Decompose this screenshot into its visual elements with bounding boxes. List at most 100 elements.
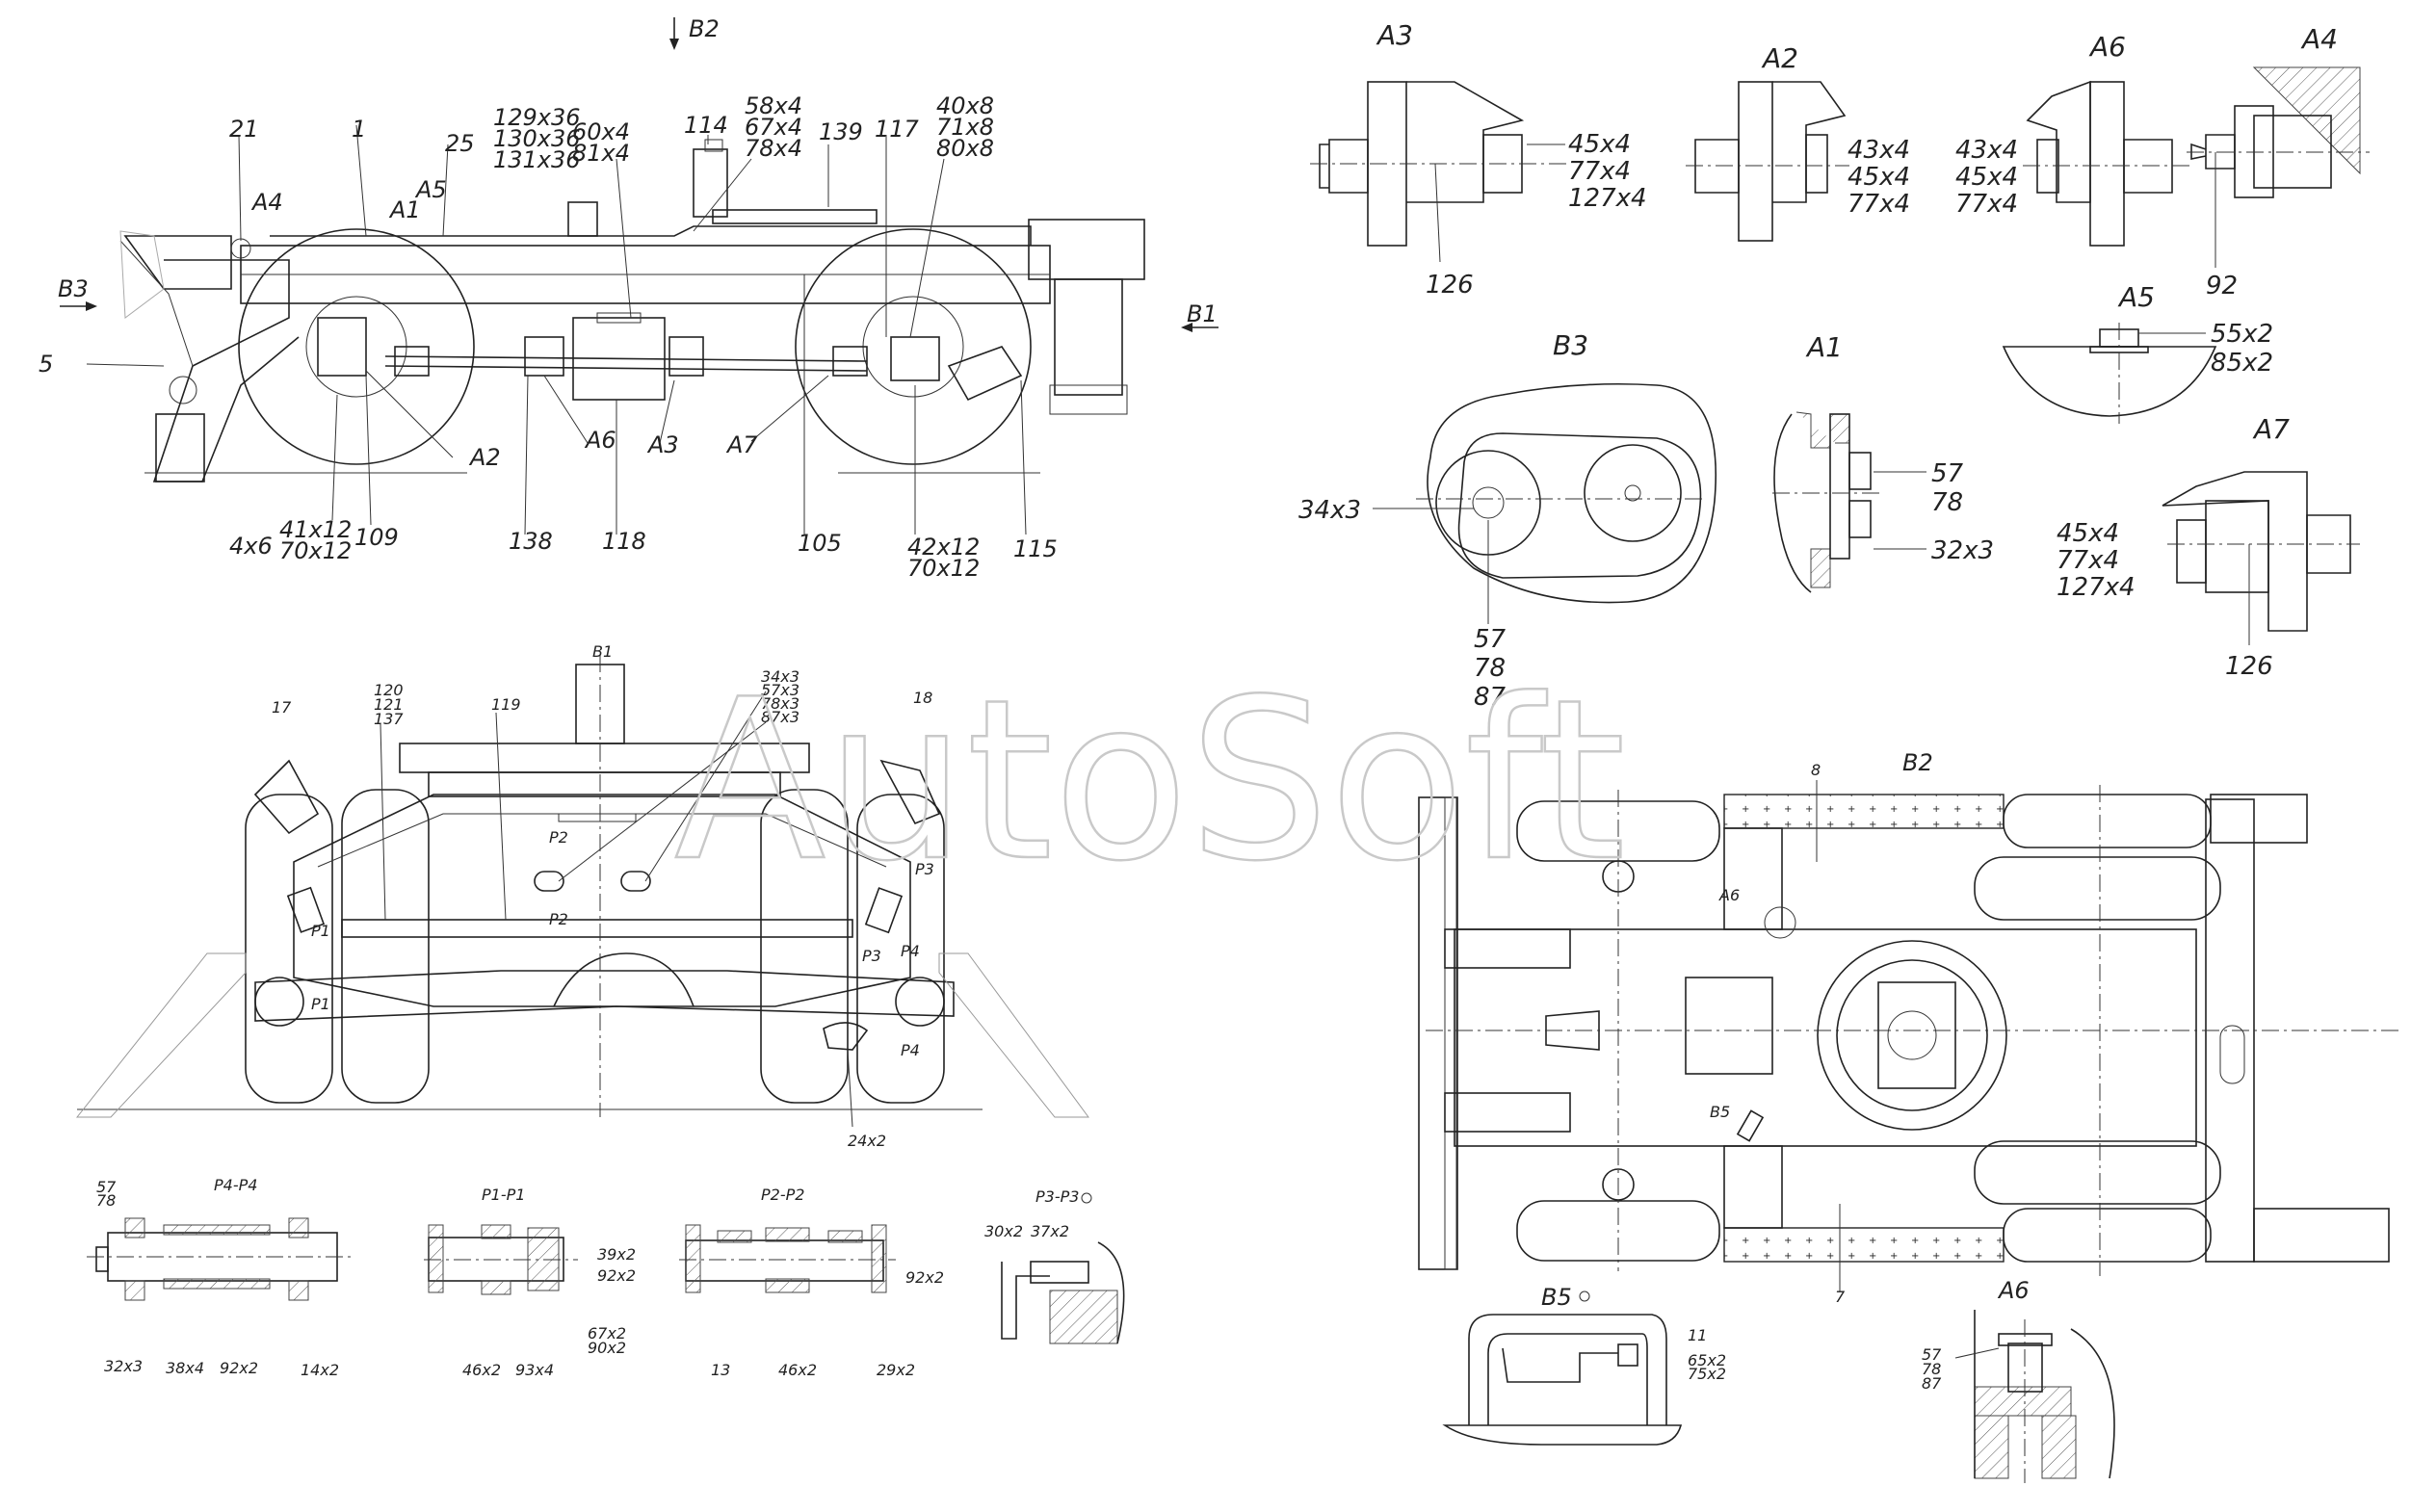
detail-a7-title: A7 (2252, 413, 2290, 445)
label-34x3: 34x3 (761, 667, 799, 686)
label-105: 105 (798, 530, 842, 557)
label-58x4: 58x4 (745, 92, 802, 119)
label-57: 57 (1474, 625, 1507, 654)
section-p4: P4-P4 57 78 32x3 38x4 92x2 14x2 (87, 1176, 352, 1379)
label-87: 87 (1474, 683, 1507, 712)
label-57: 57 (1931, 459, 1964, 488)
svg-text:37x2: 37x2 (1031, 1222, 1069, 1240)
svg-text:14x2: 14x2 (301, 1361, 339, 1379)
label-80x8: 80x8 (936, 135, 994, 162)
detail-a4: A4 92 (2187, 23, 2370, 300)
label-45x4: 45x4 (1955, 163, 2018, 192)
main-view-labels: 21 1 25 129x36 130x36 131x36 60x4 81x4 1… (39, 92, 1058, 582)
view-arrows (60, 17, 1219, 332)
svg-text:P1: P1 (311, 995, 330, 1013)
label-78x3: 78x3 (761, 694, 799, 713)
label-109: 109 (354, 524, 399, 551)
svg-text:P2: P2 (549, 828, 568, 847)
label-43x4: 43x4 (1848, 136, 1910, 165)
label-137: 137 (374, 710, 404, 728)
svg-text:57: 57 (1922, 1345, 1942, 1364)
plan-label-b5: B5 (1710, 1103, 1730, 1121)
svg-text:46x2: 46x2 (778, 1361, 817, 1379)
label-114: 114 (684, 112, 728, 139)
label-126: 126 (1426, 271, 1474, 300)
svg-text:78: 78 (1922, 1360, 1941, 1378)
plan-label-7: 7 (1835, 1288, 1846, 1306)
section-p1-title: P1-P1 (482, 1186, 525, 1204)
svg-text:29x2: 29x2 (877, 1361, 915, 1379)
label-129x36: 129x36 (493, 104, 581, 131)
detail-a2-title: A2 (1761, 42, 1798, 74)
callout-a1: A1 (388, 196, 421, 223)
detail-a4-title: A4 (2300, 23, 2338, 55)
detail-a3: A3 45x4 77x4 127x4 126 (1310, 19, 1647, 300)
callout-a3: A3 (646, 431, 679, 458)
detail-b5-title: B5 (1541, 1284, 1572, 1311)
svg-text:30x2: 30x2 (984, 1222, 1023, 1240)
section-p2-title: P2-P2 (761, 1186, 804, 1204)
label-17: 17 (272, 698, 292, 717)
main-side-view: 21 1 25 129x36 130x36 131x36 60x4 81x4 1… (39, 15, 1219, 582)
label-45x4: 45x4 (2057, 519, 2119, 548)
section-p3: P3-P3 30x2 37x2 (984, 1187, 1125, 1344)
label-4x6: 4x6 (229, 533, 273, 560)
detail-a3-title: A3 (1376, 19, 1413, 51)
label-77x4: 77x4 (1848, 190, 1910, 219)
label-138: 138 (509, 528, 553, 555)
label-126: 126 (2225, 652, 2273, 681)
label-85x2: 85x2 (2211, 349, 2273, 378)
front-view: B1 120 121 137 119 34x3 57x3 78x3 87x3 1… (75, 642, 1089, 1150)
label-18: 18 (913, 689, 932, 707)
plan-label-8: 8 (1811, 761, 1821, 779)
svg-text:P3: P3 (862, 947, 881, 965)
svg-text:92x2: 92x2 (905, 1268, 944, 1287)
detail-b5: B5 11 65x2 75x2 (1442, 1284, 1726, 1446)
callout-a5: A5 (414, 176, 447, 203)
label-42x12: 42x12 (907, 534, 980, 560)
label-70x12: 70x12 (279, 537, 352, 564)
label-b1: B1 (592, 642, 613, 661)
detail-a5: A5 55x2 85x2 (2002, 281, 2273, 424)
label-5: 5 (39, 351, 53, 378)
label-78: 78 (1474, 654, 1506, 683)
label-67x4: 67x4 (745, 114, 802, 141)
svg-text:90x2: 90x2 (588, 1339, 626, 1357)
svg-text:P4: P4 (901, 942, 920, 960)
detail-a2: A2 43x4 45x4 77x4 (1686, 42, 1910, 242)
svg-text:46x2: 46x2 (462, 1361, 501, 1379)
detail-a7: A7 45x4 77x4 127x4 126 (2057, 413, 2360, 681)
label-127x4: 127x4 (2057, 573, 2136, 602)
label-117: 117 (875, 116, 920, 143)
label-41x12: 41x12 (279, 516, 352, 543)
label-78: 78 (1931, 488, 1963, 517)
label-119: 119 (491, 695, 521, 714)
front-view-labels: B1 120 121 137 119 34x3 57x3 78x3 87x3 1… (272, 642, 932, 1150)
svg-text:93x4: 93x4 (515, 1361, 554, 1379)
label-120: 120 (374, 681, 404, 699)
label-130x36: 130x36 (493, 125, 581, 152)
section-p3-title: P3-P3 (1035, 1187, 1079, 1206)
svg-text:13: 13 (711, 1361, 730, 1379)
label-40x8: 40x8 (936, 92, 994, 119)
detail-a6-top: A6 43x4 45x4 77x4 (1955, 31, 2191, 247)
callout-a2: A2 (468, 444, 501, 471)
label-121: 121 (374, 695, 404, 714)
label-131x36: 131x36 (493, 146, 581, 173)
watermark: AutoSoft (674, 653, 1626, 910)
label-71x8: 71x8 (936, 114, 994, 141)
svg-text:38x4: 38x4 (166, 1359, 204, 1377)
front-section-marks: P1 P1 P2 P2 P3 P3 P4 P4 (311, 828, 934, 1059)
svg-text:57: 57 (96, 1178, 117, 1196)
section-p1: P1-P1 39x2 92x2 67x2 90x2 46x2 93x4 (424, 1186, 636, 1379)
label-43x4: 43x4 (1955, 136, 2018, 165)
label-57x3: 57x3 (761, 681, 799, 699)
svg-text:92x2: 92x2 (220, 1359, 258, 1377)
svg-text:67x2: 67x2 (588, 1324, 626, 1343)
label-78x4: 78x4 (745, 135, 802, 162)
svg-text:78: 78 (96, 1191, 116, 1210)
svg-text:87: 87 (1922, 1374, 1942, 1393)
main-view-callouts: A4 A1 A5 A2 A6 A3 A7 B1 B2 B3 (58, 15, 1218, 471)
svg-text:39x2: 39x2 (597, 1245, 636, 1264)
